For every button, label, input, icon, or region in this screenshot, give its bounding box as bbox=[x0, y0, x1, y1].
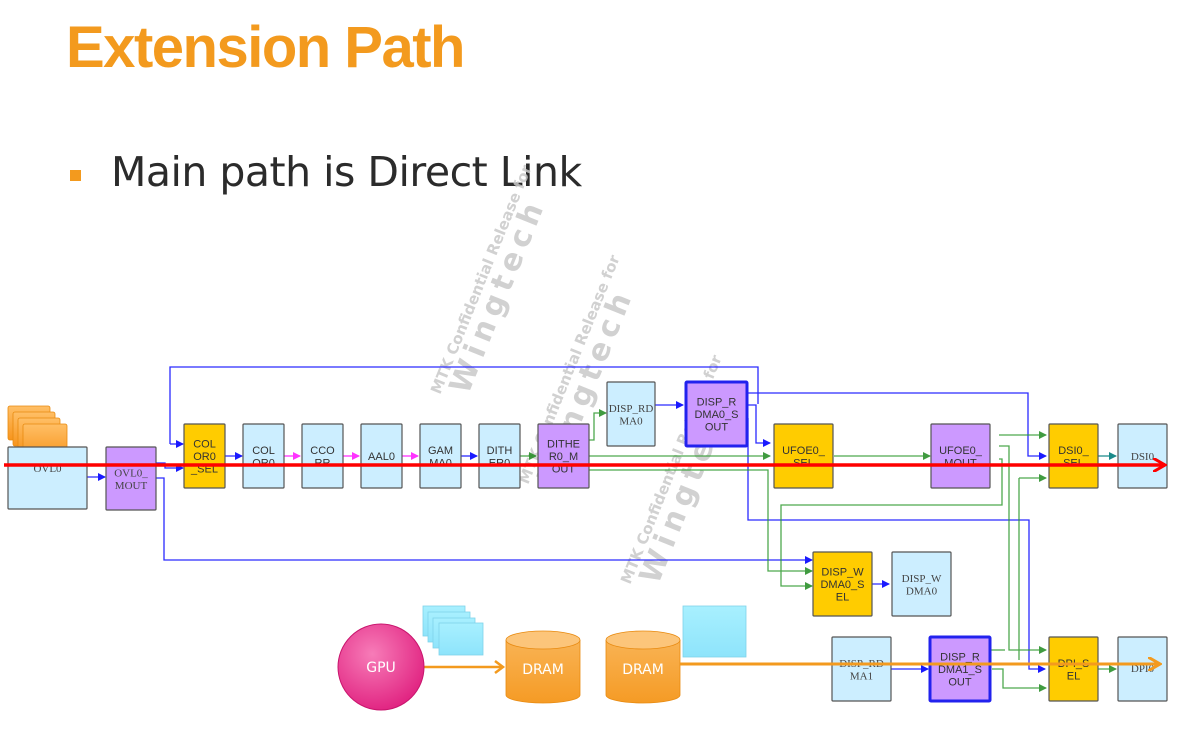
block-label: UFOE0_ bbox=[939, 445, 983, 457]
block-label: UFOE0_ bbox=[782, 445, 826, 457]
block-label: AAL0 bbox=[368, 451, 395, 463]
svg-text:DRAM: DRAM bbox=[522, 662, 564, 678]
dram-node-1: DRAM bbox=[505, 630, 581, 704]
block-label: OUT bbox=[705, 422, 729, 434]
block-label: MOUT bbox=[115, 480, 148, 492]
ovl0-block: OVL0 bbox=[7, 446, 88, 510]
arrowhead bbox=[494, 660, 506, 674]
block-label: DITHE bbox=[547, 439, 580, 451]
ovl0-mout-block: OVL0_MOUT bbox=[105, 446, 157, 511]
dram-node-2: DRAM bbox=[605, 630, 681, 704]
block-label: MA0 bbox=[619, 415, 643, 427]
connector bbox=[169, 366, 759, 444]
ufoe0-mout-block: UFOE0_MOUT bbox=[930, 423, 991, 489]
dsi0-sel-block: DSI0_SEL bbox=[1048, 423, 1099, 489]
block-label: MA1 bbox=[850, 670, 873, 682]
block-label: DISP_W bbox=[902, 573, 942, 585]
connector bbox=[992, 668, 1047, 692]
block-label: DISP_W bbox=[821, 567, 864, 579]
block-label: DISP_RD bbox=[609, 403, 654, 415]
block-label: DITH bbox=[487, 445, 513, 457]
block-label: CCO bbox=[310, 445, 335, 457]
block-label: R0_M bbox=[549, 451, 578, 463]
dpi0-block: DPI0 bbox=[1117, 636, 1168, 702]
block-label: DISP_R bbox=[697, 397, 737, 409]
block-label: DMA1_S bbox=[938, 664, 982, 676]
bullet-text: Main path is Direct Link bbox=[111, 148, 582, 196]
connector bbox=[589, 469, 813, 575]
block-label: GAM bbox=[428, 445, 453, 457]
watermark-1: MTK Confidential Release for Wingtech bbox=[427, 162, 553, 399]
block-label: OUT bbox=[948, 677, 972, 689]
connector bbox=[747, 418, 1046, 673]
block-label: COL bbox=[252, 445, 275, 457]
gpu-node: GPU bbox=[337, 623, 425, 711]
slide-title: Extension Path bbox=[66, 15, 465, 80]
block-label: OVL0_ bbox=[114, 467, 148, 479]
connector bbox=[780, 458, 1003, 590]
block-label: DMA0_S bbox=[820, 579, 864, 591]
aal0-block: AAL0 bbox=[360, 423, 403, 489]
connector bbox=[999, 445, 1047, 654]
dsi0-block: DSI0 bbox=[1117, 423, 1168, 489]
block-label: DMA0 bbox=[906, 585, 938, 597]
connector bbox=[748, 392, 1047, 460]
block-label: DISP_R bbox=[940, 652, 980, 664]
block-label: DSI0_ bbox=[1058, 445, 1089, 457]
dpi-sel-block: DPI_SEL bbox=[1048, 636, 1099, 702]
svg-text:DRAM: DRAM bbox=[622, 662, 664, 678]
bullet-item: Main path is Direct Link bbox=[70, 148, 582, 196]
block-label: OR0 bbox=[193, 451, 216, 463]
block-label: COL bbox=[193, 439, 216, 451]
bullet-square-icon bbox=[70, 169, 81, 181]
block-label: DMA0_S bbox=[694, 409, 738, 421]
buffer-frame-icon bbox=[682, 605, 747, 658]
connector bbox=[748, 404, 771, 447]
connector bbox=[156, 477, 813, 564]
blue-connectors bbox=[87, 366, 1047, 673]
svg-text:GPU: GPU bbox=[366, 660, 396, 676]
block-label: EL bbox=[1067, 670, 1080, 682]
ufoe0-sel-block: UFOE0_SEL bbox=[773, 423, 834, 489]
green-connectors bbox=[520, 409, 1117, 692]
connector bbox=[589, 409, 607, 441]
block-label: EL bbox=[836, 592, 849, 604]
gpu-dram-path: GPU DRAM DRAM bbox=[337, 605, 747, 711]
buffer-stack-icon bbox=[422, 605, 484, 656]
block-label: DSI0 bbox=[1131, 451, 1155, 463]
